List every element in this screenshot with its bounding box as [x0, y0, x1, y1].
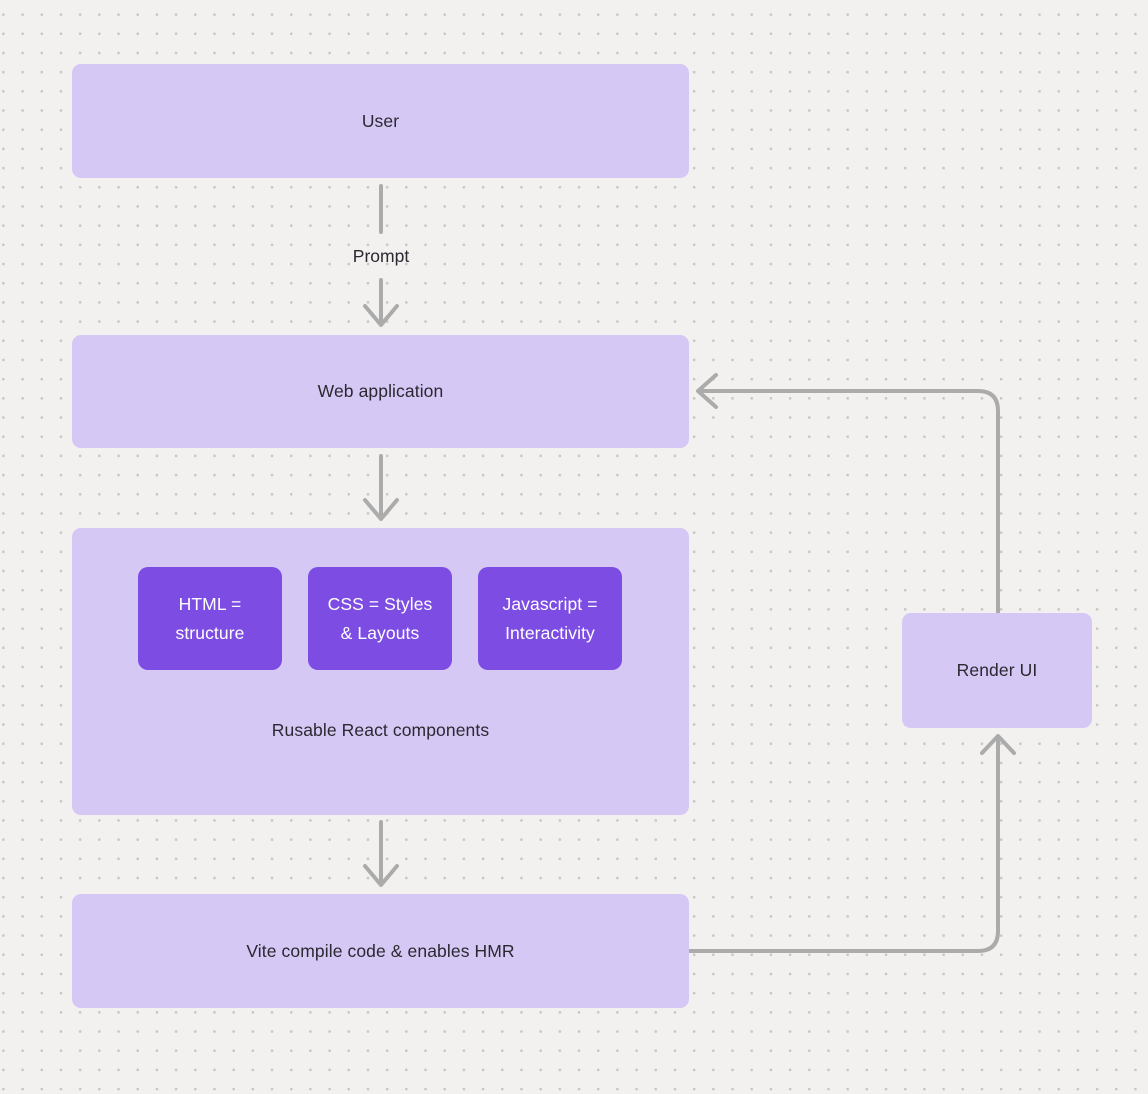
- node-vite-label: Vite compile code & enables HMR: [246, 940, 515, 961]
- node-render-ui: Render UI: [902, 613, 1092, 728]
- node-html-structure-label: HTML = structure: [175, 593, 245, 643]
- node-html-structure: HTML = structure: [138, 567, 282, 670]
- arrow-prompt-to-webapp: [363, 278, 399, 327]
- node-user-label: User: [361, 110, 400, 131]
- node-web-application-label: Web application: [317, 381, 444, 401]
- arrow-vite-to-render-ui: [687, 734, 1016, 953]
- node-render-ui-label: Render UI: [956, 660, 1038, 680]
- arrow-render-ui-to-webapp: [696, 373, 1000, 615]
- arrow-webapp-to-components: [363, 454, 399, 521]
- arrow-components-to-vite: [363, 820, 399, 887]
- node-css-styles-label: CSS = Styles & Layouts: [327, 593, 433, 643]
- node-vite: Vite compile code & enables HMR: [72, 894, 689, 1008]
- node-web-application: Web application: [72, 335, 689, 448]
- node-react-components-group: HTML = structure CSS = Styles & Layouts …: [72, 528, 689, 815]
- node-css-styles: CSS = Styles & Layouts: [308, 567, 452, 670]
- edge-label-prompt: Prompt: [352, 246, 410, 266]
- node-javascript-interactivity-label: Javascript = Interactivity: [502, 593, 598, 643]
- node-user: User: [72, 64, 689, 178]
- react-components-group-label: Rusable React components: [271, 720, 490, 740]
- node-javascript-interactivity: Javascript = Interactivity: [478, 567, 622, 670]
